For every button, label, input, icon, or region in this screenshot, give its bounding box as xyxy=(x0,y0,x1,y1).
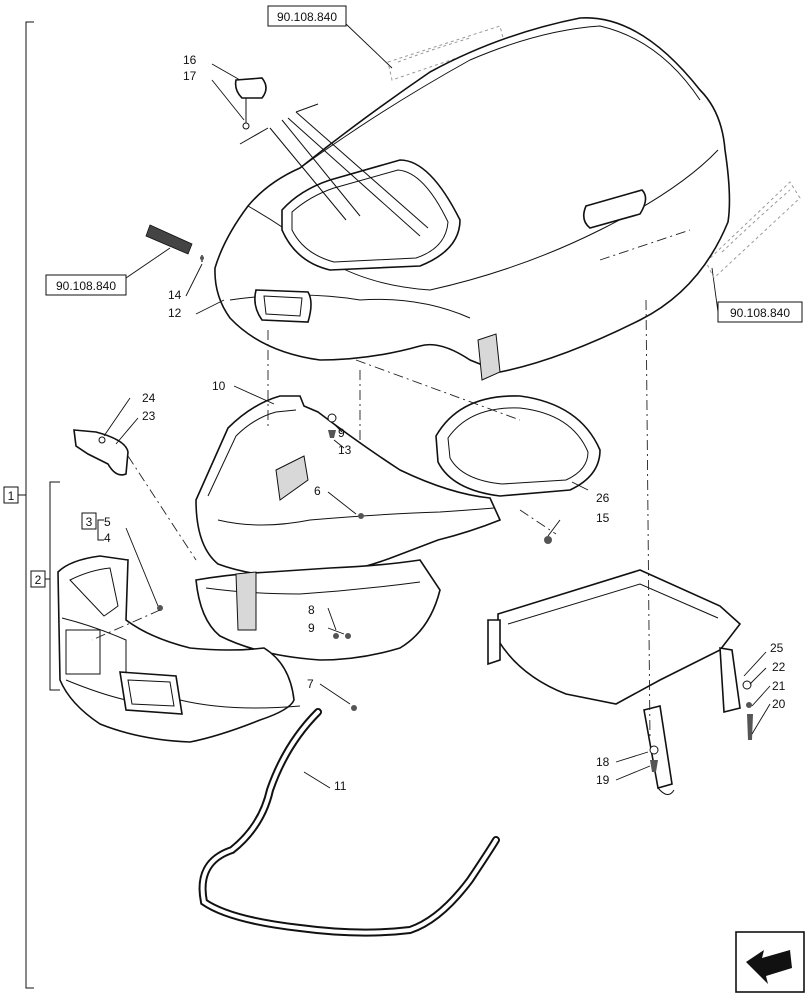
callout-23: 23 xyxy=(142,409,156,423)
reference-box-left[interactable]: 90.108.840 xyxy=(45,247,171,296)
callout-9-upper: 9 xyxy=(338,426,345,440)
callout-4: 4 xyxy=(104,531,111,545)
callout-25: 25 xyxy=(770,641,784,655)
svg-text:90.108.840: 90.108.840 xyxy=(277,10,337,24)
svg-text:90.108.840: 90.108.840 xyxy=(730,306,790,320)
front-shroud-upper xyxy=(195,395,502,579)
callout-24: 24 xyxy=(142,391,156,405)
decal-side-ghost xyxy=(705,181,801,279)
callout-17: 17 xyxy=(183,69,197,83)
callout-14: 14 xyxy=(168,288,182,302)
callout-9-lower: 9 xyxy=(308,621,315,635)
callout-21: 21 xyxy=(772,679,786,693)
next-page-arrow-icon[interactable] xyxy=(735,931,805,993)
callout-labels: 16 17 14 12 24 23 10 9 13 6 5 4 26 15 8 … xyxy=(104,53,786,793)
callout-11: 11 xyxy=(334,779,347,793)
callout-18: 18 xyxy=(596,755,610,769)
case-ih-logo-decal xyxy=(145,224,203,262)
group-bracket-2: 2 xyxy=(30,481,60,691)
front-shroud-lower xyxy=(195,559,441,661)
callout-13: 13 xyxy=(338,443,352,457)
group-label-3: 3 xyxy=(86,515,93,529)
fasteners xyxy=(157,256,753,772)
callout-26: 26 xyxy=(596,491,610,505)
callout-20: 20 xyxy=(772,697,786,711)
assembly-centerlines xyxy=(91,229,691,741)
callout-19: 19 xyxy=(596,773,610,787)
callout-8: 8 xyxy=(308,603,315,617)
callout-7: 7 xyxy=(307,677,314,691)
front-nose-grille xyxy=(57,555,301,743)
group-label-1: 1 xyxy=(8,489,15,503)
callout-12: 12 xyxy=(168,306,182,320)
hood-prop-rods xyxy=(239,103,429,237)
callout-22: 22 xyxy=(772,660,786,674)
callout-16: 16 xyxy=(183,53,197,67)
callout-6: 6 xyxy=(314,484,321,498)
leader-lines xyxy=(103,63,771,789)
group-label-2: 2 xyxy=(35,573,42,587)
hood-panel xyxy=(214,17,731,381)
reference-box-top[interactable]: 90.108.840 xyxy=(267,5,393,69)
callout-10: 10 xyxy=(212,379,226,393)
mount-bracket-16 xyxy=(234,77,267,130)
side-bracket-23 xyxy=(73,429,129,476)
svg-text:90.108.840: 90.108.840 xyxy=(56,279,116,293)
callout-5: 5 xyxy=(104,515,111,529)
grille-gasket-26 xyxy=(435,395,601,497)
group-bracket-1: 1 xyxy=(3,21,34,989)
under-plate xyxy=(487,569,742,795)
seal-strip-11 xyxy=(198,708,500,937)
callout-15: 15 xyxy=(596,511,610,525)
reference-box-right[interactable]: 90.108.840 xyxy=(711,267,803,323)
group-bracket-3: 3 xyxy=(81,512,104,541)
